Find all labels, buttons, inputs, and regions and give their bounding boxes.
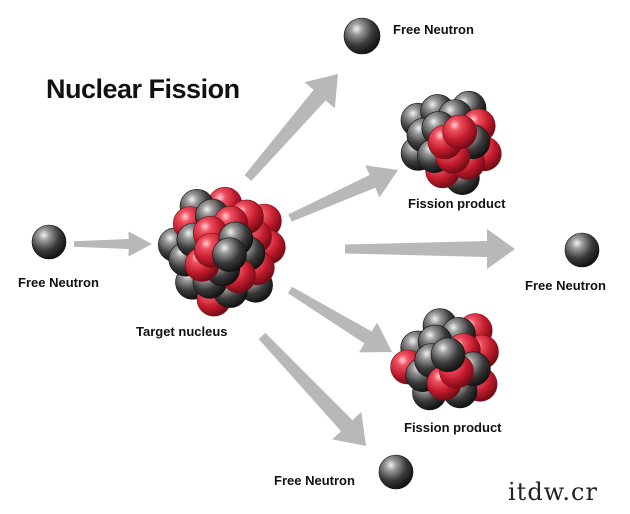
label-free-neutron-bottom: Free Neutron bbox=[274, 473, 355, 488]
neutron bbox=[430, 337, 466, 373]
particle-layer bbox=[31, 17, 600, 490]
arrow-layer bbox=[74, 74, 515, 446]
arrow-to-right-neutron bbox=[345, 229, 515, 269]
label-free-neutron-top: Free Neutron bbox=[393, 22, 474, 37]
target-nucleus bbox=[158, 186, 286, 317]
arrow-to-top-neutron bbox=[244, 74, 338, 181]
watermark: itdw.cr bbox=[508, 478, 598, 506]
free-neutron-top bbox=[343, 17, 381, 55]
incoming-neutron bbox=[31, 224, 67, 260]
proton bbox=[442, 114, 478, 150]
arrow-incoming bbox=[74, 231, 152, 257]
arrow-to-top-product bbox=[288, 165, 398, 222]
diagram-title: Nuclear Fission bbox=[46, 74, 240, 104]
free-neutron-bottom bbox=[378, 454, 414, 490]
arrow-to-bottom-neutron bbox=[258, 332, 366, 446]
label-free-neutron-right: Free Neutron bbox=[525, 278, 606, 293]
label-fission-product-top: Fission product bbox=[408, 196, 506, 211]
fission-product-top bbox=[400, 90, 502, 195]
free-neutron-right bbox=[564, 232, 600, 268]
label-target-nucleus: Target nucleus bbox=[136, 324, 228, 339]
neutron bbox=[212, 237, 247, 272]
arrow-to-bottom-product bbox=[288, 286, 392, 353]
fission-product-bottom bbox=[390, 308, 499, 411]
label-incoming-neutron: Free Neutron bbox=[18, 275, 99, 290]
label-fission-product-bottom: Fission product bbox=[404, 420, 502, 435]
